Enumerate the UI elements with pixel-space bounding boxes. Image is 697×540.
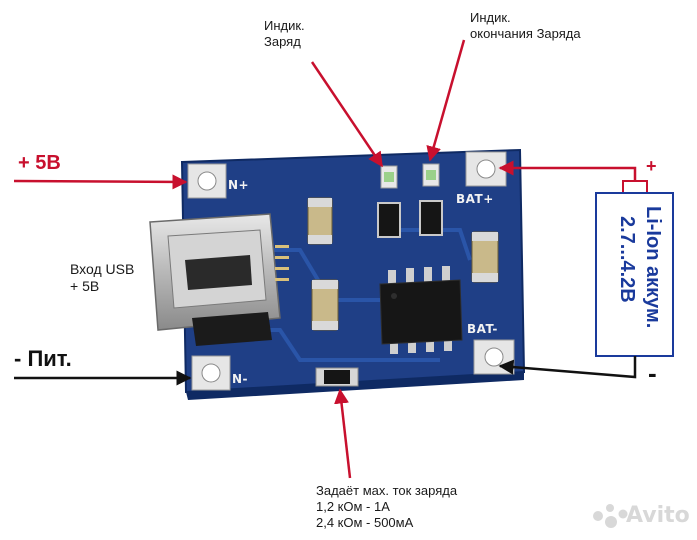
label-current-set-line2: 1,2 кОм - 1А — [316, 499, 390, 514]
mini-usb-connector — [149, 213, 289, 346]
pad-bat-minus — [473, 339, 515, 375]
pad-in-plus — [187, 163, 227, 199]
label-indicator-done: Индик. окончания Заряда — [470, 10, 581, 42]
arrow-plus-5v — [13, 174, 188, 190]
label-battery-plus: + — [646, 156, 657, 176]
label-usb-input-line1: Вход USB — [70, 261, 135, 277]
arrow-indicator-charge — [310, 61, 384, 168]
label-indicator-charge: Индик. Заряд — [264, 18, 305, 50]
label-usb-input-line2: + 5В — [70, 278, 100, 294]
watermark-text: Avito — [626, 503, 690, 528]
label-indicator-charge-line2: Заряд — [264, 34, 301, 49]
label-plus-5v: + 5В — [18, 152, 61, 174]
pad-label-in-minus: N- — [232, 372, 249, 386]
label-indicator-done-line1: Индик. — [470, 10, 511, 25]
arrow-indicator-done — [426, 39, 466, 162]
charger-ic — [379, 266, 463, 354]
wire-battery-plus — [498, 160, 637, 181]
label-current-set-line1: Задаёт мах. ток заряда — [316, 483, 458, 498]
pad-label-bat-minus: BAT- — [467, 322, 498, 336]
label-minus-power: - Пит. — [14, 346, 72, 371]
smd-resistor-1 — [377, 202, 401, 238]
smd-capacitor-2 — [311, 279, 339, 331]
smd-capacitor-1 — [307, 197, 333, 245]
label-battery-minus: - — [648, 358, 657, 388]
label-current-set-line3: 2,4 кОм - 500мА — [316, 515, 414, 530]
led-done — [422, 163, 440, 187]
smd-resistor-2 — [419, 200, 443, 236]
smd-capacitor-3 — [471, 231, 499, 283]
pad-in-minus — [191, 355, 231, 391]
current-set-resistor — [315, 367, 359, 387]
pad-label-in-plus: N+ — [228, 178, 250, 192]
battery-label-line1: Li-Ion аккум. — [642, 206, 664, 329]
label-indicator-charge-line1: Индик. — [264, 18, 305, 33]
wire-battery-minus — [498, 356, 637, 379]
arrow-current-set — [334, 388, 352, 479]
watermark-logo-icon — [593, 504, 628, 528]
pad-label-bat-plus: BAT+ — [456, 192, 494, 206]
battery-label-line2: 2.7...4.2В — [616, 216, 638, 303]
label-usb-input: Вход USB + 5В — [70, 261, 134, 295]
label-indicator-done-line2: окончания Заряда — [470, 26, 581, 41]
led-charge — [380, 165, 398, 189]
label-current-set: Задаёт мах. ток заряда 1,2 кОм - 1А 2,4 … — [316, 483, 457, 531]
battery-body — [595, 180, 674, 357]
